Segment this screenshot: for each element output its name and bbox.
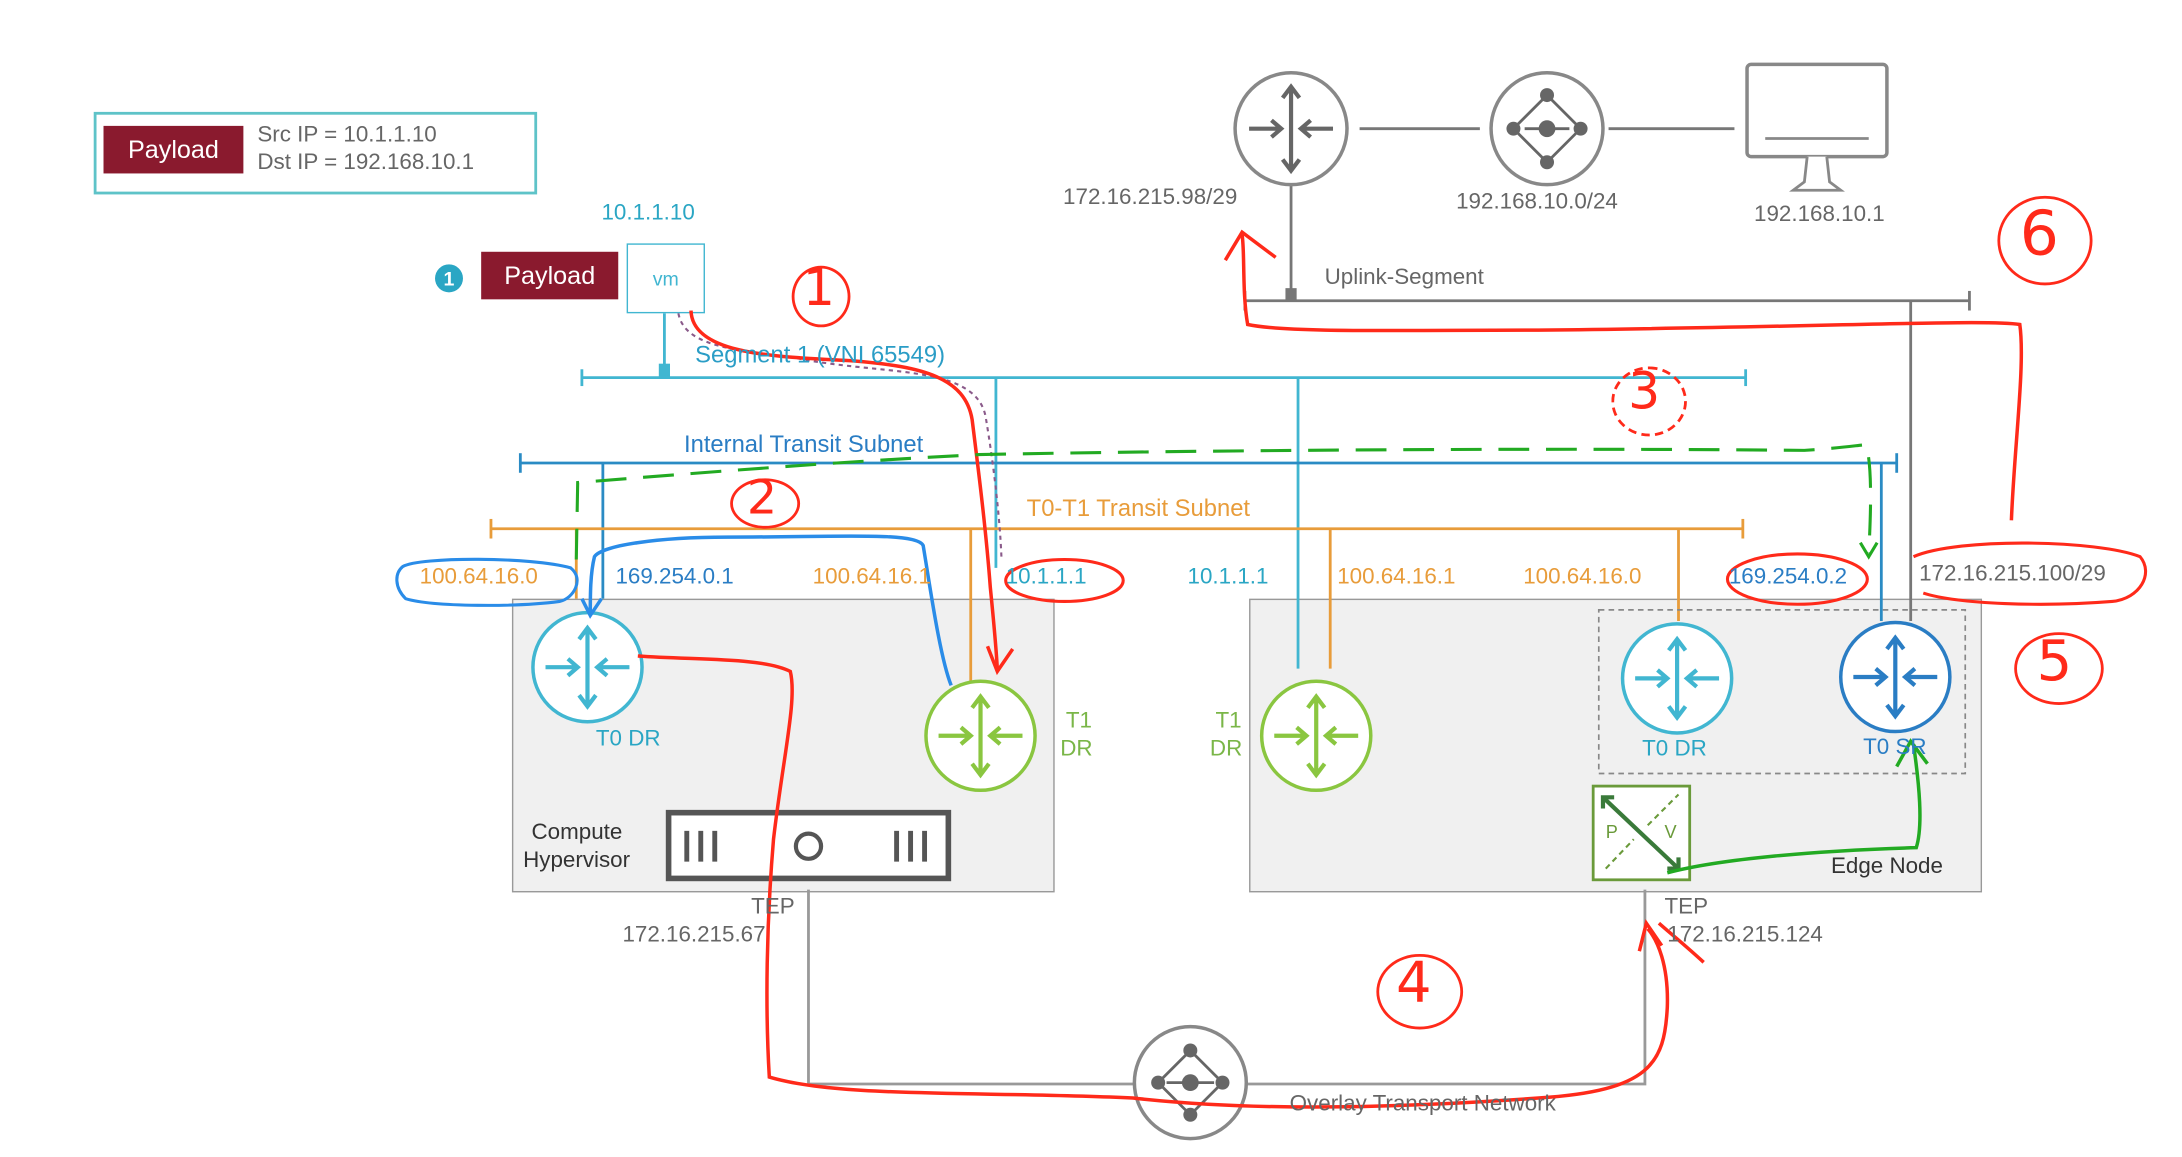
compute-box-label-2: Hypervisor bbox=[523, 849, 631, 873]
compute-t1-orange-ip: 100.64.16.1 bbox=[812, 565, 931, 589]
green-path-step5 bbox=[1666, 743, 1922, 875]
compute-t0dr-router-icon bbox=[531, 610, 644, 724]
annotation-5: 5 bbox=[2036, 629, 2073, 694]
red-path-step6 bbox=[1240, 234, 2024, 521]
compute-t1dr-label-1: T1 bbox=[1065, 709, 1092, 733]
uplink-segment-label: Uplink-Segment bbox=[1324, 265, 1484, 290]
edge-t0dr-label: T0 DR bbox=[1642, 737, 1707, 761]
compute-t0-blue-ip: 169.254.0.1 bbox=[615, 565, 734, 589]
edge-tep-label: TEP bbox=[1664, 895, 1709, 919]
segment1-label: Segment 1 (VNI 65549) bbox=[695, 341, 946, 368]
edge-t1dr-router-icon bbox=[1259, 679, 1373, 793]
step-1-badge: 1 bbox=[435, 264, 463, 293]
edge-t0sr-label: T0 SR bbox=[1863, 735, 1927, 760]
compute-tep-label: TEP bbox=[751, 895, 795, 919]
compute-tep-ip: 172.16.215.67 bbox=[622, 923, 766, 947]
compute-t1dr-label-2: DR bbox=[1060, 737, 1093, 761]
annotation-4-circle bbox=[1376, 953, 1464, 1030]
annotation-2: 2 bbox=[746, 469, 778, 526]
pv-switch-icon bbox=[1591, 784, 1692, 882]
annotation-1: 1 bbox=[802, 260, 835, 318]
edge-t0dr-orange-ip: 100.64.16.0 bbox=[1523, 565, 1642, 589]
legend-dst-ip: Dst IP = 192.168.10.1 bbox=[257, 151, 475, 175]
edge-t0dr-router-icon bbox=[1620, 622, 1734, 735]
edge-t1-orange-ip: 100.64.16.1 bbox=[1337, 565, 1456, 589]
internal-transit-label: Internal Transit Subnet bbox=[683, 430, 924, 458]
external-network-label: 192.168.10.0/24 bbox=[1456, 190, 1618, 215]
annotation-3-circle bbox=[1611, 366, 1687, 437]
blue-path-step2 bbox=[588, 534, 953, 687]
edge-node-label: Edge Node bbox=[1830, 854, 1943, 879]
edge-t0sr-blue-ip: 169.254.0.2 bbox=[1728, 565, 1848, 589]
external-router-ip: 172.16.215.98/29 bbox=[1063, 186, 1238, 210]
hypervisor-server-icon bbox=[665, 809, 952, 882]
edge-t1dr-label-2: DR bbox=[1209, 737, 1243, 761]
compute-t0-orange-ip: 100.64.16.0 bbox=[419, 565, 538, 589]
vm-ip: 10.1.1.10 bbox=[601, 201, 695, 226]
red-path-step4 bbox=[637, 654, 1670, 1109]
network-hub-icon bbox=[1489, 70, 1605, 187]
annotation-4: 4 bbox=[1395, 951, 1432, 1016]
compute-t0dr-label: T0 DR bbox=[595, 727, 661, 752]
edge-t0sr-router-icon bbox=[1839, 620, 1952, 734]
legend-src-ip: Src IP = 10.1.1.10 bbox=[257, 123, 437, 147]
vm-box[interactable]: vm bbox=[626, 243, 705, 314]
vm-payload: Payload bbox=[481, 251, 619, 300]
annotation-5-circle bbox=[2014, 632, 2104, 705]
overlay-label: Overlay Transport Network bbox=[1289, 1092, 1556, 1117]
edge-t1dr-label-1: T1 bbox=[1215, 709, 1242, 733]
legend-payload: Payload bbox=[103, 125, 244, 174]
compute-box-label-1: Compute bbox=[531, 821, 623, 845]
annotation-3: 3 bbox=[1628, 363, 1661, 422]
pv-v-label: V bbox=[1664, 821, 1677, 843]
annotation-6-circle bbox=[1997, 195, 2093, 286]
annotation-1-circle bbox=[791, 265, 851, 328]
red-path-step1 bbox=[689, 310, 1000, 669]
monitor-icon bbox=[1745, 62, 1889, 192]
edge-t1-blue-ip: 10.1.1.1 bbox=[1187, 565, 1269, 589]
overlay-hub-icon bbox=[1132, 1024, 1249, 1141]
compute-t1dr-router-icon bbox=[924, 679, 1037, 793]
edge-tep-ip: 172.16.215.124 bbox=[1667, 923, 1823, 947]
external-host-ip: 192.168.10.1 bbox=[1754, 202, 1885, 227]
t0t1-transit-label: T0-T1 Transit Subnet bbox=[1026, 495, 1251, 522]
edge-uplink-ip: 172.16.215.100/29 bbox=[1919, 562, 2106, 587]
external-router-icon bbox=[1233, 70, 1349, 187]
compute-t1-blue-ip: 10.1.1.1 bbox=[1005, 565, 1087, 589]
annotation-6: 6 bbox=[2019, 198, 2059, 270]
annotation-2-circle bbox=[730, 478, 801, 529]
pv-p-label: P bbox=[1605, 821, 1618, 843]
